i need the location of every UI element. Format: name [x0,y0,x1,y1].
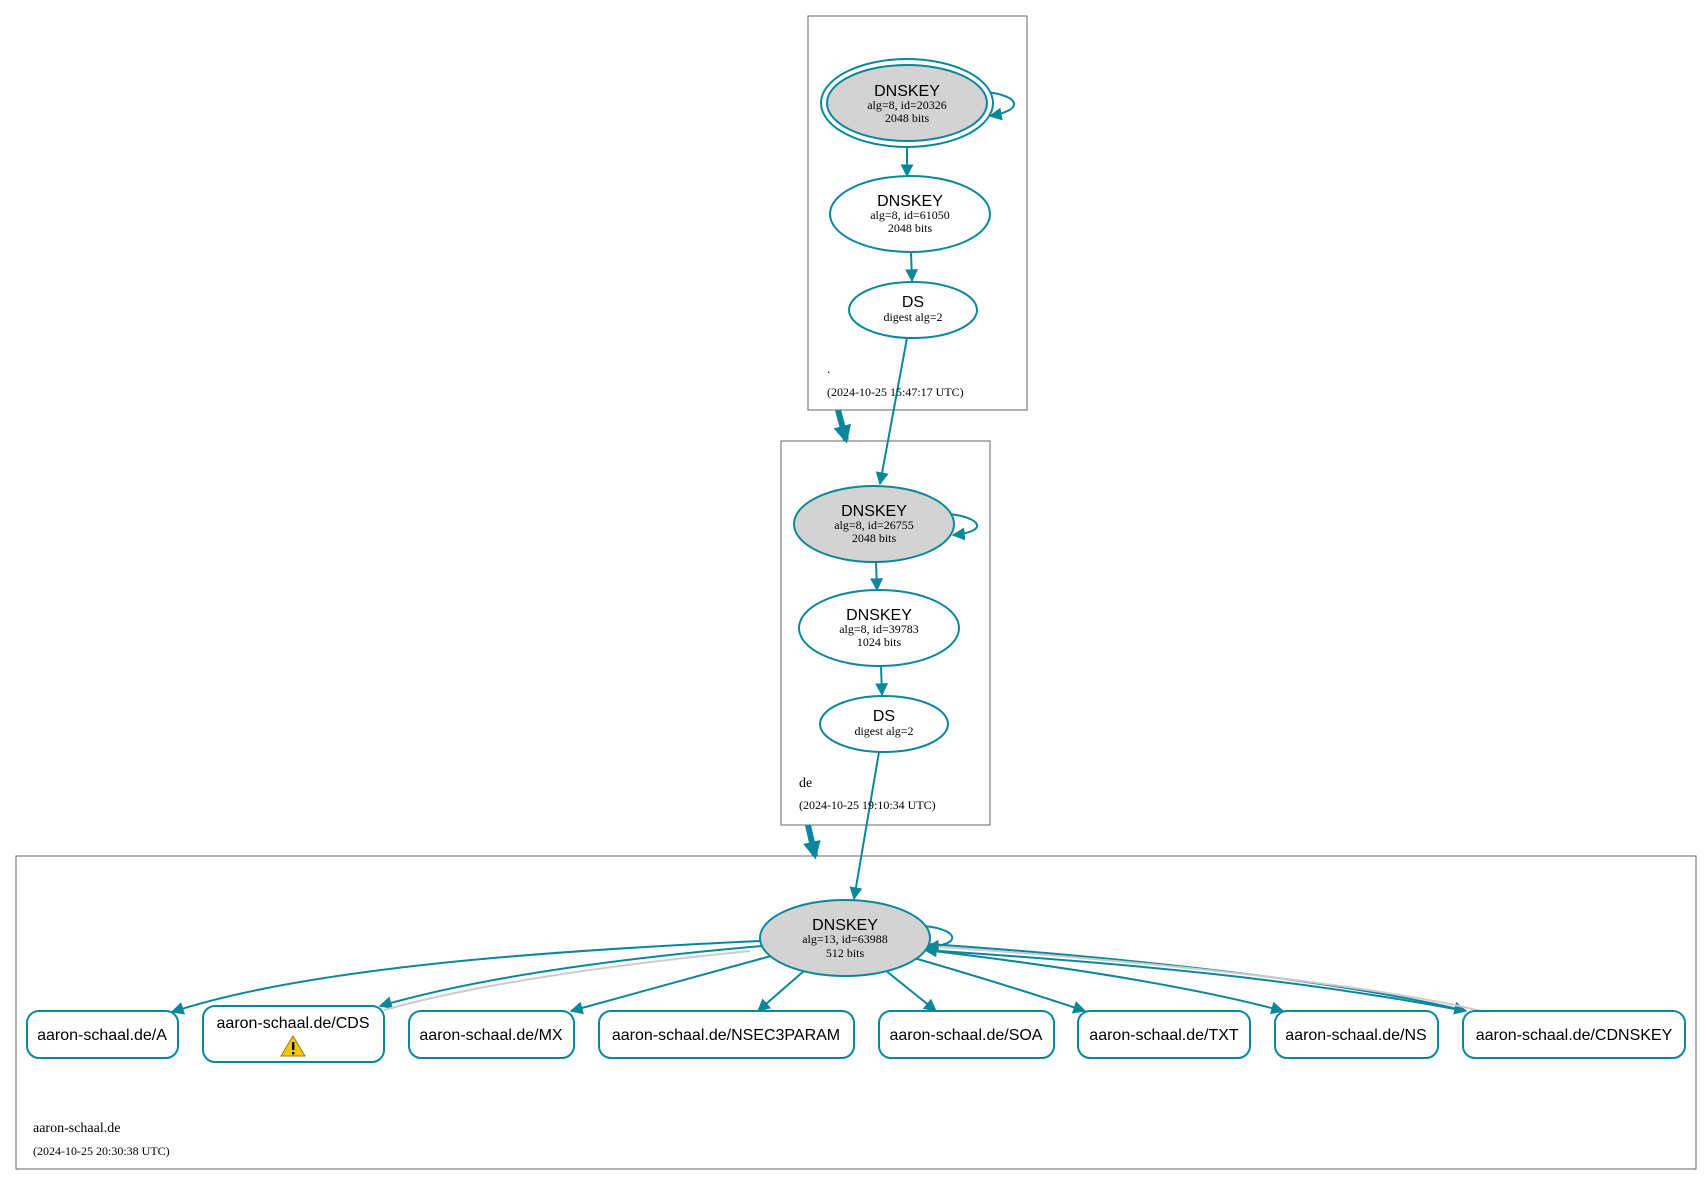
root-ksk-node[interactable]: DNSKEY alg=8, id=20326 2048 bits [820,58,994,148]
root-to-de-delegation-edge [833,409,851,444]
domain-key-title: DNSKEY [812,917,878,934]
de-ds-node[interactable]: DS digest alg=2 [819,695,949,753]
root-ds-digest: digest alg=2 [883,310,942,324]
root-ksk-title: DNSKEY [874,83,940,100]
de-ksk-title: DNSKEY [841,503,907,520]
key-to-cds-edge [378,945,763,1009]
de-ds-to-domain-key-edge [849,751,880,901]
rrset-a-node[interactable]: aaron-schaal.de/A [26,1010,179,1059]
root-zsk-title: DNSKEY [877,193,943,210]
domain-key-alg: alg=13, id=63988 [802,932,888,946]
cdnskey-to-key-edge [923,944,1461,1011]
zone-domain-name: aaron-schaal.de [33,1121,120,1136]
root-zsk-bits: 2048 bits [888,221,933,235]
key-to-cdnskey-edge [928,943,1468,1015]
de-ksk-node[interactable]: DNSKEY alg=8, id=26755 2048 bits [793,485,955,563]
rrset-txt-label: aaron-schaal.de/TXT [1089,1027,1239,1044]
root-ksk-alg: alg=8, id=20326 [867,98,947,112]
key-to-a-edge [170,940,761,1015]
rrset-cdnskey-node[interactable]: aaron-schaal.de/CDNSKEY [1462,1010,1686,1059]
key-to-txt-edge [913,957,1087,1014]
de-zsk-node[interactable]: DNSKEY alg=8, id=39783 1024 bits [798,589,960,667]
root-ds-title: DS [902,294,924,311]
rrset-a-label: aaron-schaal.de/A [37,1027,167,1044]
key-to-ns-edge [924,949,1285,1015]
zone-de-timestamp: (2024-10-25 19:10:34 UTC) [799,798,936,812]
de-ksk-alg: alg=8, id=26755 [834,518,914,532]
root-ksk-self-signature-edge [986,91,1015,121]
rrset-ns-label: aaron-schaal.de/NS [1285,1027,1426,1044]
zone-de-box [780,440,991,826]
root-zsk-to-ds-edge [905,251,919,283]
de-ksk-self-signature-edge [949,513,978,541]
de-ds-digest: digest alg=2 [854,724,913,738]
key-to-mx-edge [569,955,772,1015]
root-zsk-node[interactable]: DNSKEY alg=8, id=61050 2048 bits [829,175,991,253]
de-ds-title: DS [873,708,895,725]
de-to-domain-delegation-edge [803,824,821,860]
rrset-mx-node[interactable]: aaron-schaal.de/MX [408,1010,575,1059]
warning-triangle-icon [280,1035,306,1057]
rrset-ns-node[interactable]: aaron-schaal.de/NS [1274,1010,1439,1059]
rrset-txt-node[interactable]: aaron-schaal.de/TXT [1077,1010,1251,1059]
de-zsk-bits: 1024 bits [857,635,902,649]
rrset-mx-label: aaron-schaal.de/MX [419,1027,563,1044]
rrset-soa-label: aaron-schaal.de/SOA [890,1027,1043,1044]
rrset-cds-node[interactable]: aaron-schaal.de/CDS [202,1005,385,1063]
key-to-soa-edge [884,969,938,1012]
cdnskey-to-key-grey-edge [939,946,1486,1013]
zone-domain-box [15,855,1697,1170]
key-to-nsec3param-edge [757,969,806,1012]
rrset-cdnskey-label: aaron-schaal.de/CDNSKEY [1476,1027,1673,1044]
zone-root-timestamp: (2024-10-25 15:47:17 UTC) [827,385,964,399]
zone-de-name: de [799,776,812,791]
rrset-nsec3param-label: aaron-schaal.de/NSEC3PARAM [612,1027,840,1044]
root-ds-to-de-ksk-edge [875,337,908,486]
de-zsk-to-ds-edge [875,665,889,697]
rrset-soa-node[interactable]: aaron-schaal.de/SOA [878,1010,1055,1059]
domain-key-node[interactable]: DNSKEY alg=13, id=63988 512 bits [759,899,931,977]
rrset-cds-label: aaron-schaal.de/CDS [217,1015,370,1032]
cds-to-key-grey-edge [383,950,751,1011]
de-zsk-alg: alg=8, id=39783 [839,622,919,636]
rrset-nsec3param-node[interactable]: aaron-schaal.de/NSEC3PARAM [598,1010,855,1059]
root-ds-node[interactable]: DS digest alg=2 [848,281,978,339]
zone-domain-timestamp: (2024-10-25 20:30:38 UTC) [33,1144,170,1158]
de-ksk-to-zsk-edge [870,561,884,592]
de-zsk-title: DNSKEY [846,607,912,624]
zone-root-name: . [827,361,830,376]
root-zsk-alg: alg=8, id=61050 [870,208,950,222]
domain-key-bits: 512 bits [826,946,865,960]
root-ksk-bits: 2048 bits [885,111,930,125]
de-ksk-bits: 2048 bits [852,531,897,545]
zone-root-box [807,15,1028,411]
